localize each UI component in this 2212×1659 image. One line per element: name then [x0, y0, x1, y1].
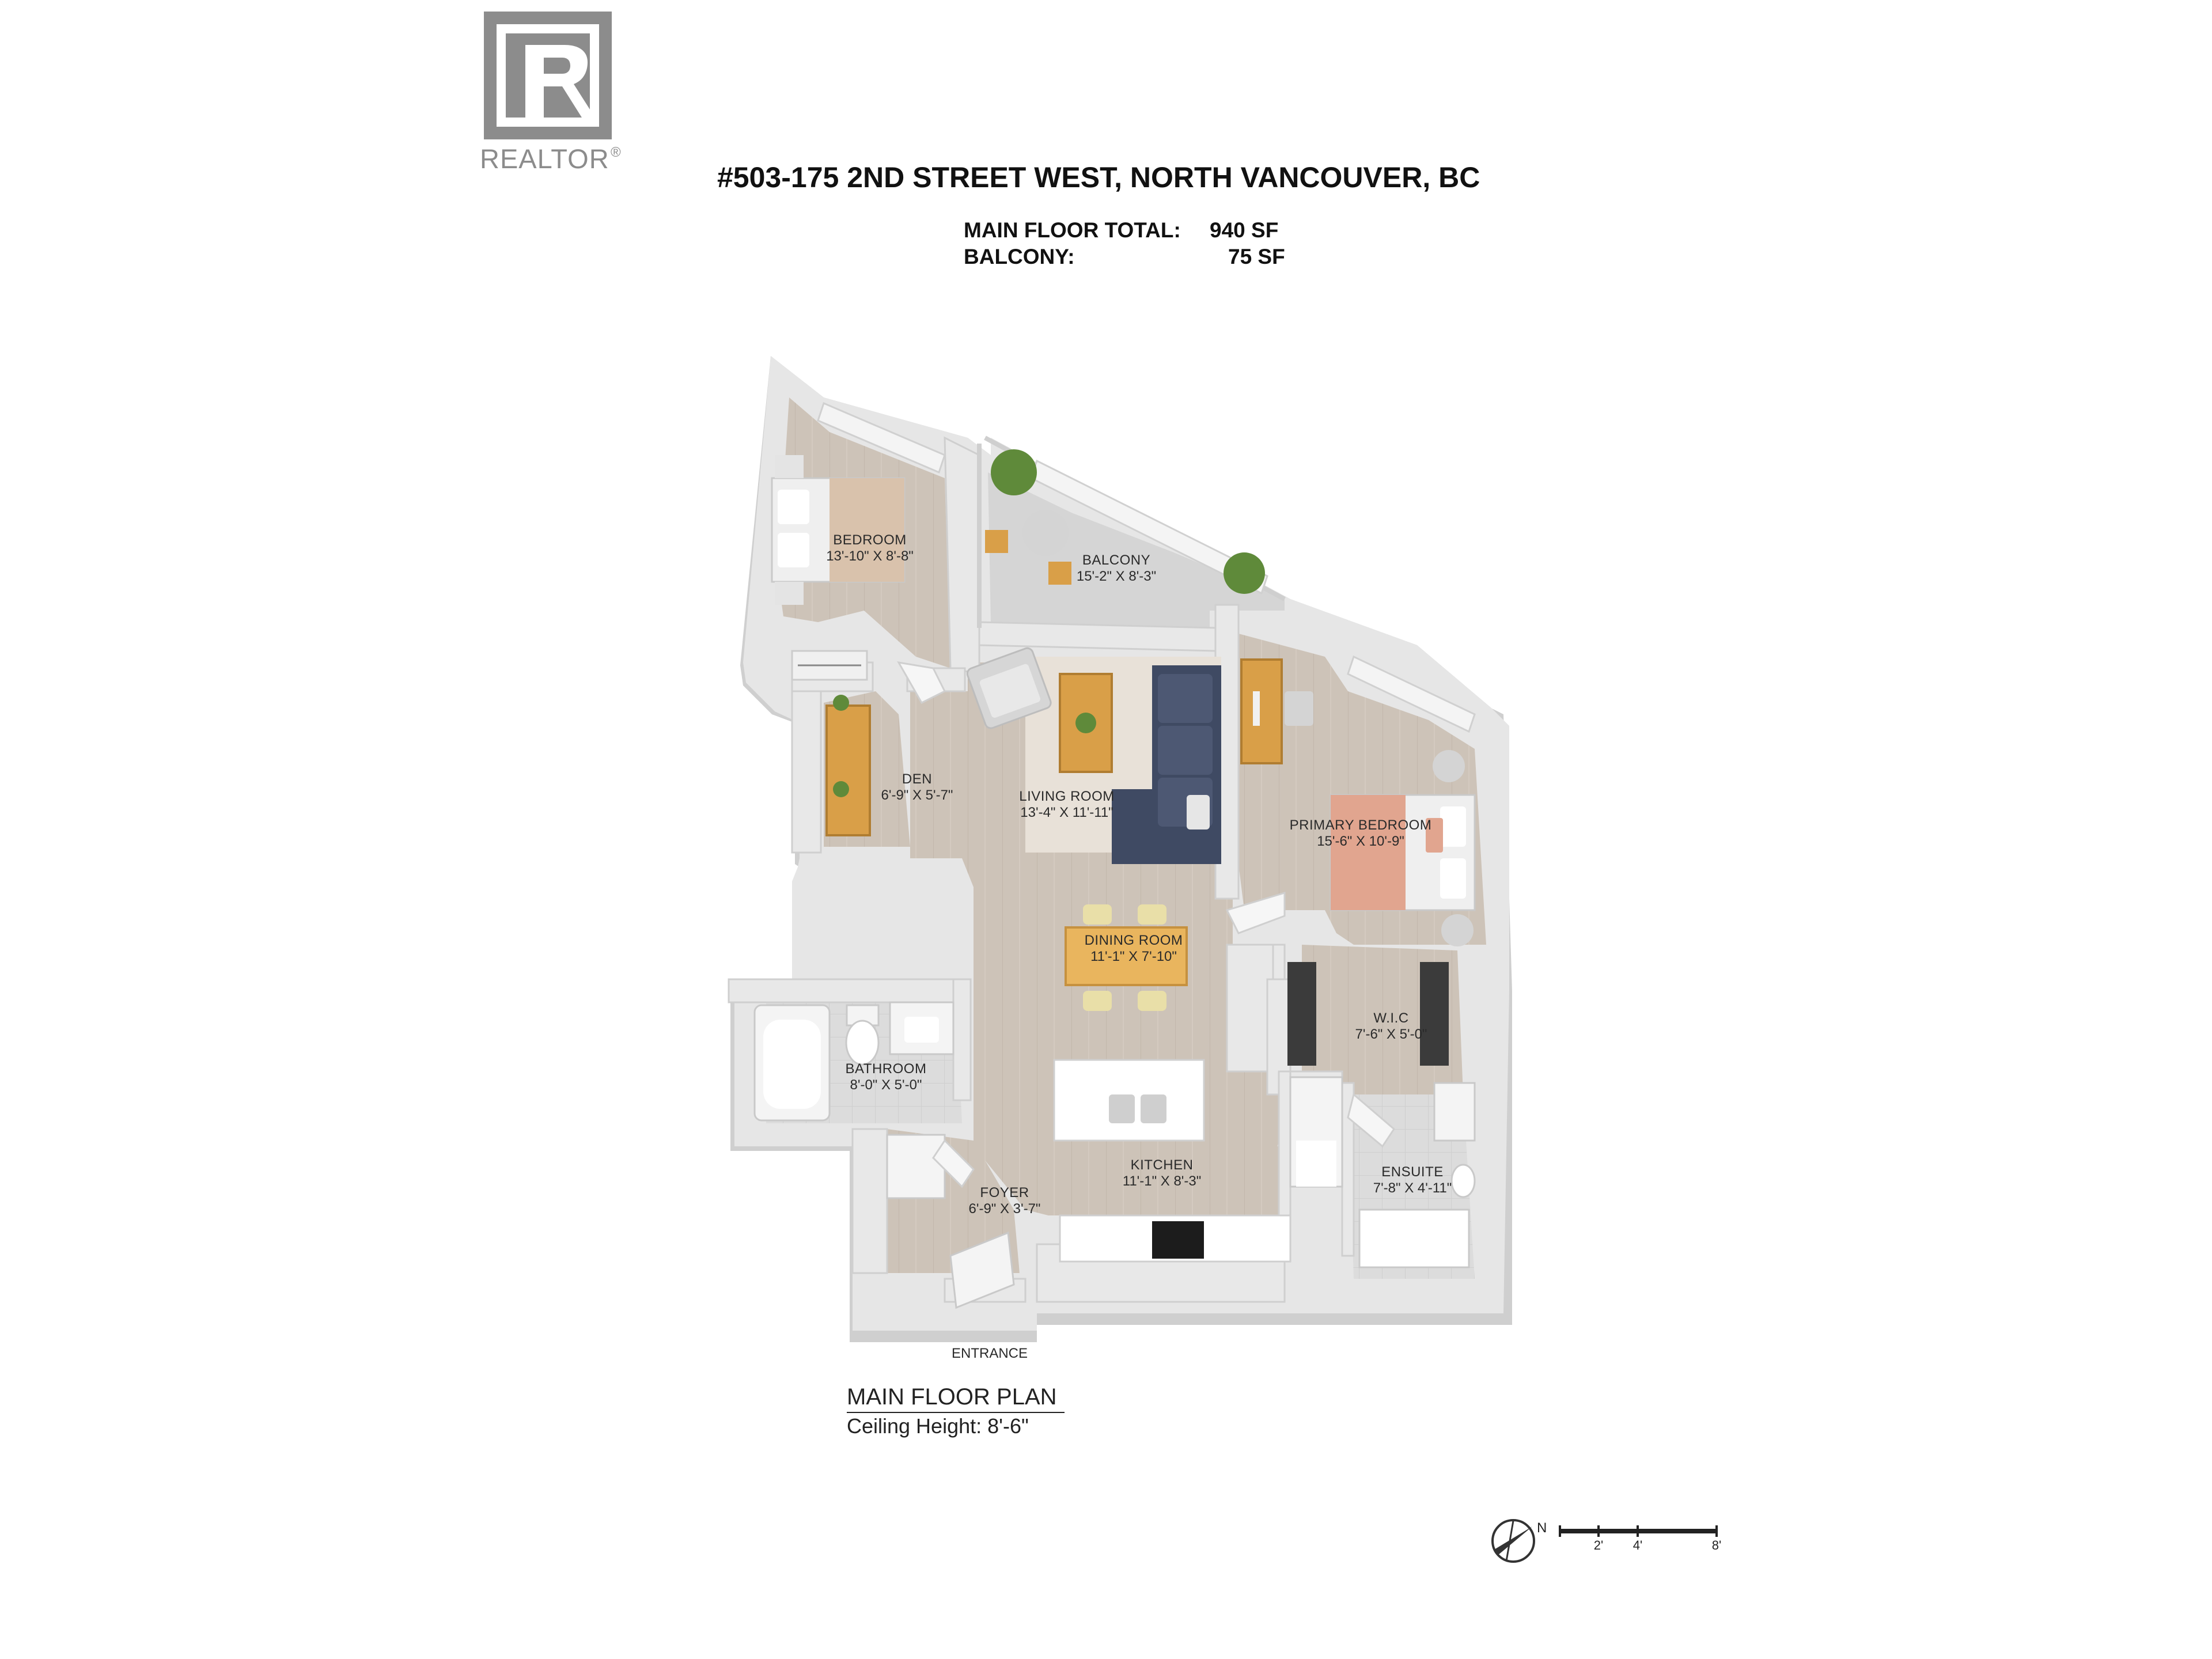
room-dimensions: 6'-9" X 3'-7": [969, 1201, 1041, 1217]
scale-bar: 2' 4' 8': [1559, 1525, 1721, 1552]
balcony-area-label: BALCONY:: [964, 245, 1075, 268]
room-name: PRIMARY BEDROOM: [1290, 817, 1432, 833]
wic-racks: [1287, 962, 1449, 1066]
coffee-table: [1059, 673, 1113, 773]
realtor-logo-text: REALTOR: [480, 143, 609, 174]
bathtub: [753, 1004, 831, 1122]
scale-tick-8: 8': [1712, 1538, 1721, 1552]
room-dimensions: 7'-8" X 4'-11": [1373, 1180, 1452, 1196]
room-dimensions: 13'-10" X 8'-8": [826, 548, 914, 564]
balcony-table-set: [985, 510, 1071, 585]
room-dimensions: 11'-1" X 8'-3": [1123, 1173, 1202, 1189]
doors: [897, 661, 1395, 1188]
kitchen-island: [1053, 1059, 1205, 1142]
compass-north-icon: [1491, 1519, 1535, 1563]
room-name: DINING ROOM: [1085, 933, 1183, 948]
room-name: DEN: [902, 771, 932, 787]
room-name: BEDROOM: [833, 532, 907, 548]
room-name: BALCONY: [1082, 552, 1150, 568]
plant-balcony: [991, 449, 1265, 594]
foyer-closet: [886, 1134, 1015, 1309]
balcony-area-value: 75 SF: [1228, 245, 1285, 268]
bedroom-bed: [771, 455, 906, 605]
room-dimensions: 13'-4" X 11'-11": [1020, 805, 1113, 820]
room-name: FOYER: [980, 1185, 1029, 1200]
realtor-logo-mark: ®: [611, 145, 621, 160]
room-name: KITCHEN: [1131, 1157, 1194, 1173]
bathroom-vanity: [889, 1001, 955, 1055]
scale-tick-2: 2': [1594, 1538, 1603, 1552]
room-dimensions: 7'-6" X 5'-0": [1355, 1027, 1427, 1042]
plan-title: MAIN FLOOR PLAN: [847, 1384, 1057, 1410]
room-label-wic: W.I.C7'-6" X 5'-0": [1355, 1010, 1427, 1042]
ceiling-height: Ceiling Height: 8'-6": [847, 1414, 1029, 1438]
toilet: [845, 1004, 880, 1066]
bedroom-closet: [791, 650, 868, 681]
scale-tick-4: 4': [1633, 1538, 1642, 1552]
compass-north-label: N: [1537, 1520, 1547, 1536]
main-floor-total-value: 940 SF: [1210, 218, 1278, 242]
room-dimensions: 15'-6" X 10'-9": [1317, 834, 1404, 849]
room-dimensions: 6'-9" X 5'-7": [881, 787, 953, 803]
compass: N: [1491, 1519, 1547, 1563]
room-name: BATHROOM: [846, 1061, 927, 1077]
windows: [817, 402, 1476, 733]
room-name: LIVING ROOM: [1019, 789, 1115, 804]
dining-table: [1065, 904, 1188, 1011]
ensuite-fixtures: [1289, 1076, 1476, 1268]
room-name: ENSUITE: [1381, 1164, 1444, 1180]
main-floor-total-label: MAIN FLOOR TOTAL:: [964, 218, 1181, 242]
room-dimensions: 8'-0" X 5'-0": [850, 1077, 922, 1093]
den-desk: [825, 695, 871, 836]
room-dimensions: 15'-2" X 8'-3": [1077, 569, 1156, 584]
balcony-floor: [988, 472, 1285, 634]
room-dimensions: 11'-1" X 7'-10": [1090, 949, 1177, 964]
room-name: W.I.C: [1373, 1010, 1408, 1026]
armchair: [966, 647, 1052, 729]
sectional-sofa: [1112, 665, 1221, 864]
primary-bed: [1330, 750, 1476, 946]
entrance-label: ENTRANCE: [952, 1346, 1028, 1361]
kitchen-floor: [974, 1146, 1279, 1215]
property-address: #503-175 2ND STREET WEST, NORTH VANCOUVE…: [717, 161, 1480, 194]
realtor-logo: REALTOR ®: [480, 12, 621, 174]
kitchen-counter: [1059, 1214, 1291, 1263]
desk: [1240, 658, 1313, 764]
realtor-r-logo: [484, 12, 612, 139]
